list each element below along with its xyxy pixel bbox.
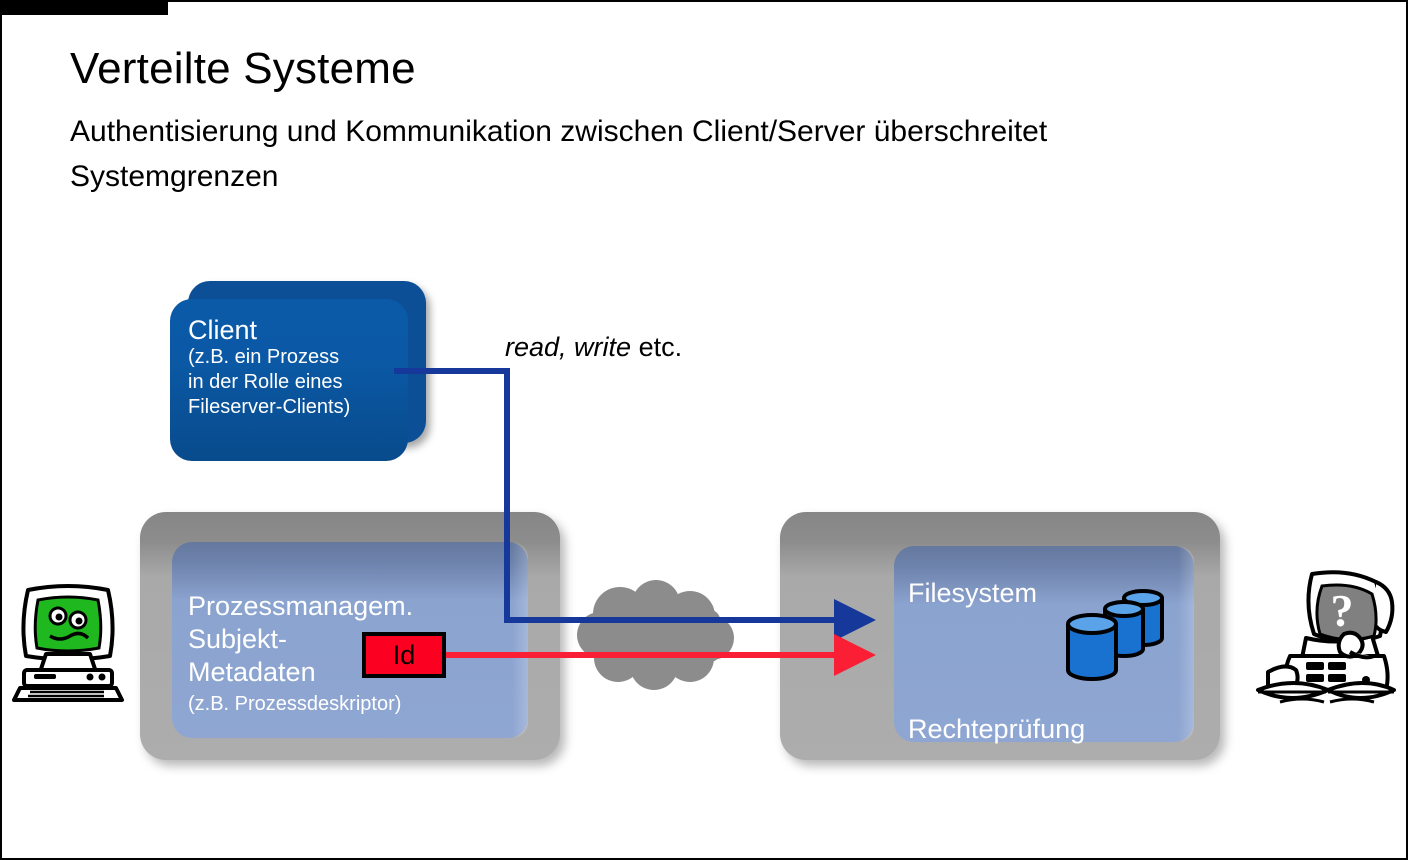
- cloud-icon: [577, 580, 734, 690]
- top-left-black-bar: [2, 2, 168, 15]
- client-node-text: Client (z.B. ein Prozess in der Rolle ei…: [188, 315, 418, 420]
- client-node[interactable]: Client (z.B. ein Prozess in der Rolle ei…: [170, 281, 426, 461]
- client-node-title: Client: [188, 315, 258, 345]
- operation-label-emphasis: read, write: [505, 332, 632, 362]
- process-management-line-3: Metadaten: [188, 657, 316, 687]
- process-management-line-2: Subjekt-: [188, 624, 288, 654]
- page-title: Verteilte Systeme: [70, 44, 416, 93]
- process-management-text: Prozessmanagem. Subjekt- Metadaten (z.B.…: [188, 590, 413, 719]
- operation-label-suffix: etc.: [631, 332, 683, 362]
- client-note-line-1: (z.B. ein Prozess: [188, 346, 340, 368]
- process-management-note: (z.B. Prozessdeskriptor): [188, 693, 402, 715]
- operation-label: read, write etc.: [505, 332, 682, 363]
- thinking-computer-icon: ?: [1256, 570, 1396, 704]
- rights-check-label: Rechteprüfung: [908, 714, 1086, 744]
- process-management-line-1: Prozessmanagem.: [188, 591, 414, 621]
- client-note-line-3: Fileserver-Clients): [188, 396, 351, 418]
- happy-computer-icon: [12, 584, 124, 702]
- id-badge[interactable]: Id: [362, 632, 446, 678]
- filesystem-label: Filesystem: [908, 578, 1038, 608]
- svg-text:?: ?: [1331, 585, 1354, 636]
- database-stack-icon: [1066, 589, 1164, 681]
- client-node-face: [170, 299, 408, 461]
- client-note-line-2: in der Rolle eines: [188, 371, 343, 393]
- page-subtitle: Authentisierung und Kommunikation zwisch…: [70, 115, 1048, 193]
